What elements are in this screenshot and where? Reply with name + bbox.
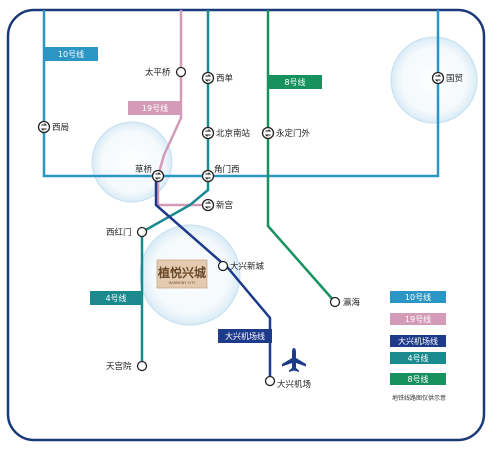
- interchange-icon: [151, 169, 165, 183]
- station-label-guomao: 国贸: [446, 73, 463, 84]
- svg-text:10号线: 10号线: [58, 49, 84, 59]
- bubble-decoration: [91, 121, 173, 203]
- station-dot: [175, 66, 187, 78]
- station-label-daxingjichang: 大兴机场: [277, 379, 311, 390]
- station-label-jiaomenxi: 角门西: [214, 164, 240, 175]
- svg-text:大兴机场线: 大兴机场线: [225, 331, 265, 341]
- station-label-beijingnan: 北京南站: [216, 128, 251, 139]
- legend: 10号线 19号线 大兴机场线 4号线 8号线 地铁线路图仅供示意: [390, 291, 446, 402]
- interchange-icon: [201, 126, 215, 140]
- line-4-tag: 4号线: [90, 291, 142, 305]
- map-frame: [6, 8, 486, 442]
- station-label-xidan: 西单: [216, 73, 234, 84]
- interchange-icon: [261, 126, 275, 140]
- svg-text:大兴机场线: 大兴机场线: [398, 336, 438, 346]
- svg-text:8号线: 8号线: [284, 77, 305, 87]
- station-dot: [136, 360, 148, 372]
- svg-text:HARMONY CITY: HARMONY CITY: [169, 281, 197, 285]
- project-logo: 植悦兴城 HARMONY CITY: [156, 259, 208, 289]
- station-dot: [329, 296, 341, 308]
- svg-text:10号线: 10号线: [405, 292, 431, 302]
- interchange-icon: [37, 120, 51, 134]
- station-label-yongdingmenwai: 永定门外: [276, 128, 311, 139]
- svg-text:19号线: 19号线: [142, 103, 168, 113]
- interchange-icon: [201, 169, 215, 183]
- station-dot: [264, 375, 276, 387]
- station-label-yinghai: 瀛海: [343, 297, 361, 308]
- line-8-tag: 8号线: [268, 75, 322, 89]
- legend-note: 地铁线路图仅供示意: [392, 394, 446, 402]
- line-10-tag: 10号线: [44, 47, 98, 61]
- interchange-icon: [201, 198, 215, 212]
- station-label-xihongmen: 西红门: [106, 227, 132, 238]
- svg-text:4号线: 4号线: [105, 293, 126, 303]
- interchange-icon: [201, 71, 215, 85]
- line-10-path: [42, 10, 440, 178]
- svg-text:4号线: 4号线: [407, 353, 428, 363]
- station-label-taipingqiao: 太平桥: [145, 67, 171, 78]
- svg-text:8号线: 8号线: [407, 374, 428, 384]
- line-19-tag: 19号线: [128, 101, 182, 115]
- airplane-icon: [282, 348, 306, 372]
- interchange-icon: [431, 71, 445, 85]
- legend-item-line-10: 10号线: [390, 291, 446, 303]
- svg-text:植悦兴城: 植悦兴城: [157, 265, 206, 280]
- svg-text:19号线: 19号线: [405, 314, 431, 324]
- station-label-xiju: 西局: [52, 123, 69, 133]
- line-19-path: [156, 10, 208, 207]
- station-label-daxingxincheng: 大兴新城: [230, 261, 265, 272]
- legend-item-line-19: 19号线: [390, 313, 446, 325]
- station-dot: [217, 260, 229, 272]
- legend-item-line-4: 4号线: [390, 352, 446, 364]
- station-label-caoqiao: 草桥: [135, 164, 153, 175]
- station-label-xingong: 新宫: [216, 200, 233, 211]
- station-label-tiangongyuan: 天宫院: [106, 361, 132, 372]
- legend-item-line-8: 8号线: [390, 373, 446, 385]
- legend-item-daxing-airport-line: 大兴机场线: [390, 335, 446, 347]
- station-dot: [136, 226, 148, 238]
- daxing-airport-line-tag: 大兴机场线: [218, 329, 272, 343]
